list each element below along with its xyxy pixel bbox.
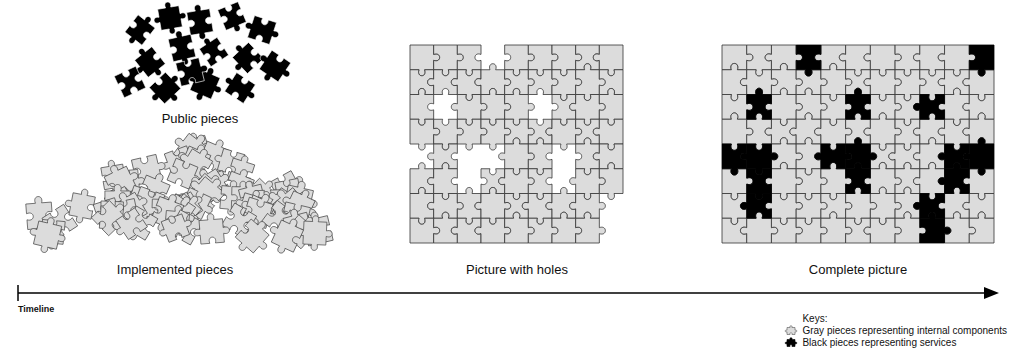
legend-piece — [786, 338, 798, 347]
black-piece — [740, 144, 777, 175]
black-piece — [218, 2, 249, 36]
black-piece — [846, 88, 871, 119]
scattered-pieces — [25, 0, 333, 262]
gray-piece — [263, 212, 306, 258]
legend-row: Gray pieces representing internal compon… — [784, 325, 1007, 337]
black-piece — [196, 33, 228, 67]
black-piece — [846, 162, 871, 193]
legend-title: Keys: — [802, 313, 1007, 325]
gray-piece — [599, 163, 623, 200]
black-piece — [251, 47, 295, 90]
gray-piece — [969, 212, 994, 243]
gray-piece — [231, 214, 278, 261]
black-piece — [114, 66, 146, 98]
gray-piece — [576, 212, 606, 243]
stage-caption: Public pieces — [162, 111, 239, 126]
timeline-tick — [17, 285, 19, 301]
black-piece — [920, 212, 951, 243]
legend-swatch — [784, 337, 798, 349]
legend: Keys:Gray pieces representing internal c… — [784, 313, 1007, 349]
black-piece — [747, 88, 772, 119]
legend-swatch — [784, 325, 798, 337]
axis-label: Timeline — [18, 304, 54, 315]
stage-caption: Complete picture — [809, 262, 907, 277]
gray-piece — [62, 186, 96, 225]
puzzle-grids — [410, 45, 994, 243]
black-piece — [914, 95, 945, 120]
black-piece — [242, 14, 282, 47]
black-piece — [220, 70, 260, 107]
black-piece — [938, 162, 969, 193]
timeline-arrowhead — [984, 287, 999, 299]
black-piece — [969, 45, 994, 76]
black-piece — [740, 194, 771, 219]
stage-caption: Picture with holes — [466, 262, 568, 277]
black-piece — [121, 11, 158, 50]
gray-piece — [193, 212, 231, 244]
black-piece — [151, 0, 188, 37]
black-piece — [176, 56, 211, 86]
black-piece — [145, 68, 189, 112]
legend-row: Black pieces representing services — [784, 337, 1007, 349]
legend-text: Black pieces representing services — [802, 337, 956, 349]
gray-piece — [156, 212, 195, 245]
legend-piece — [786, 326, 798, 335]
timeline-axis — [18, 292, 986, 294]
black-piece — [796, 45, 821, 76]
stage-caption: Implemented pieces — [117, 262, 233, 277]
gray-piece — [111, 208, 148, 243]
black-piece — [224, 38, 263, 77]
gray-piece — [26, 214, 69, 257]
legend-text: Gray pieces representing internal compon… — [802, 325, 1007, 337]
